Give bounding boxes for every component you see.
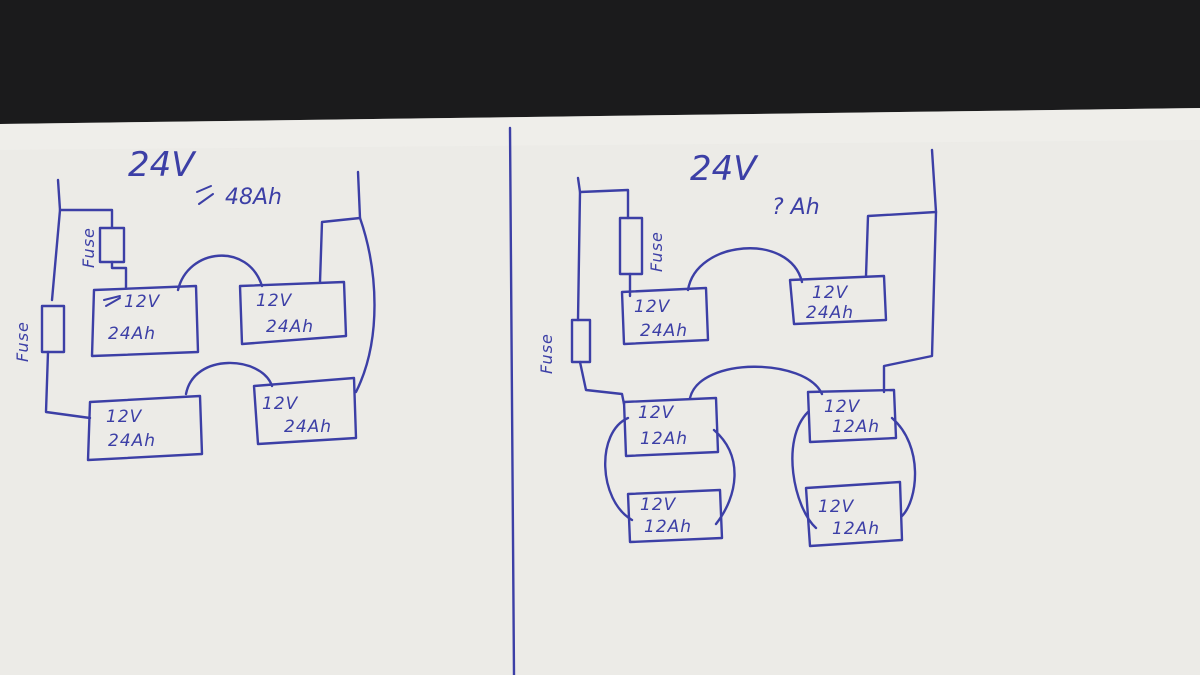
battery-voltage: 12V xyxy=(824,397,861,417)
left-battery-2: 12V 24Ah xyxy=(238,280,348,346)
left-fuse-main-label: Fuse xyxy=(13,321,32,362)
right-fuse-top-label: Fuse xyxy=(647,231,666,272)
right-battery-4: 12V 12Ah xyxy=(806,388,898,444)
left-wire-top xyxy=(56,178,114,230)
left-jumper-bottom xyxy=(184,361,274,396)
left-battery-4: 12V 24Ah xyxy=(252,376,358,446)
right-battery-2: 12V 24Ah xyxy=(788,274,888,326)
right-loop-left-inner xyxy=(712,428,736,526)
right-battery-3: 12V 12Ah xyxy=(622,396,720,458)
battery-voltage: 12V xyxy=(812,283,849,303)
right-capacity-label: ? Ah xyxy=(772,195,820,220)
right-battery-1: 12V 24Ah xyxy=(620,286,710,346)
battery-capacity: 24Ah xyxy=(284,417,332,437)
battery-voltage: 12V xyxy=(124,292,161,312)
battery-capacity: 12Ah xyxy=(832,519,880,539)
right-wire-side xyxy=(576,190,582,322)
battery-voltage: 12V xyxy=(106,407,143,427)
divider-line xyxy=(508,126,516,675)
right-wire-bottom xyxy=(578,360,626,406)
battery-capacity: 24Ah xyxy=(640,321,688,341)
right-loop-left-outer xyxy=(604,416,634,522)
battery-capacity: 24Ah xyxy=(266,317,314,337)
left-capacity-label: 48Ah xyxy=(225,185,282,210)
left-battery-3: 12V 24Ah xyxy=(86,394,204,462)
battery-capacity: 24Ah xyxy=(806,303,854,323)
left-wire-fuse-battery xyxy=(110,260,128,290)
battery-voltage: 12V xyxy=(262,394,299,414)
right-fuse-main xyxy=(570,318,592,364)
right-wire-top xyxy=(576,176,630,220)
right-battery-5: 12V 12Ah xyxy=(626,488,724,544)
left-fuse-main xyxy=(40,304,66,354)
left-wire-right-top xyxy=(318,170,362,284)
battery-voltage: 12V xyxy=(638,403,675,423)
battery-capacity: 24Ah xyxy=(108,324,156,344)
left-wire-right-loop xyxy=(354,216,376,394)
battery-voltage: 12V xyxy=(640,495,677,515)
right-jumper-top xyxy=(686,247,804,292)
left-fuse-top-label: Fuse xyxy=(79,227,98,268)
left-wire-side xyxy=(50,208,62,302)
right-jumper-bottom xyxy=(688,365,824,400)
left-scribble xyxy=(196,185,214,205)
left-diagram: 24V 48Ah Fuse Fuse 12V 24Ah 12V 24Ah xyxy=(13,145,376,462)
right-fuse-main-label: Fuse xyxy=(537,333,556,374)
right-battery-6: 12V 12Ah xyxy=(804,480,904,548)
right-fuse-top xyxy=(618,216,644,276)
battery-voltage: 12V xyxy=(634,297,671,317)
left-battery-1: 12V 24Ah xyxy=(90,284,200,358)
battery-capacity: 12Ah xyxy=(640,429,688,449)
battery-capacity: 12Ah xyxy=(644,517,692,537)
right-wire-right-top xyxy=(864,148,938,278)
left-fuse-top xyxy=(98,226,126,264)
right-wire-right-down xyxy=(882,210,938,394)
left-jumper-top xyxy=(176,254,264,292)
right-diagram: 24V ? Ah Fuse Fuse 12V 24Ah 12V 24Ah xyxy=(537,148,938,548)
right-loop-right-inner xyxy=(890,416,917,518)
battery-capacity: 12Ah xyxy=(832,417,880,437)
left-wire-bottom xyxy=(44,350,92,420)
left-voltage-label: 24V xyxy=(128,145,197,185)
battery-capacity: 24Ah xyxy=(108,431,156,451)
battery-voltage: 12V xyxy=(818,497,855,517)
right-voltage-label: 24V xyxy=(690,149,759,189)
battery-voltage: 12V xyxy=(256,291,293,311)
